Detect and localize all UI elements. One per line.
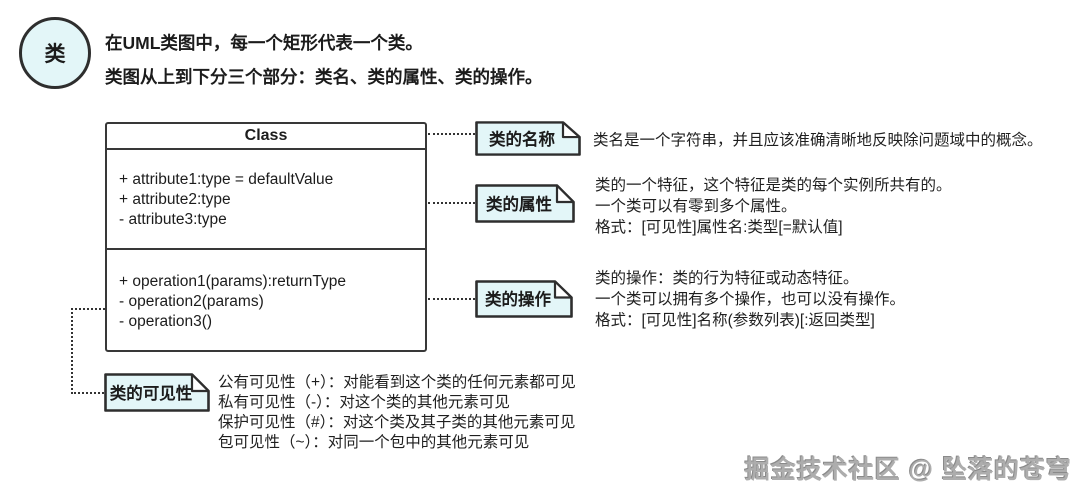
note-class-attributes: 类的属性	[475, 184, 575, 223]
description-line: 类的操作：类的行为特征或动态特征。	[595, 270, 859, 287]
uml-class-attributes-compartment: + attribute1:type = defaultValue + attri…	[107, 150, 425, 250]
note-class-name-label: 类的名称	[489, 130, 555, 149]
visibility-rule-line: 包可见性（~）：对同一个包中的其他元素可见	[218, 434, 530, 451]
attribute-line: + attribute2:type	[119, 191, 231, 208]
dotted-connector-attributes	[428, 202, 475, 204]
class-topic-badge-label: 类	[44, 43, 66, 66]
note-shape-icon	[475, 184, 575, 223]
dotted-connector-visibility-top	[71, 308, 105, 310]
uml-class-operations-compartment: + operation1(params):returnType - operat…	[107, 250, 425, 350]
description-line: 格式：[可见性]属性名:类型[=默认值]	[595, 219, 843, 236]
visibility-rule-line: 保护可见性（#）：对这个类及其子类的其他元素可见	[218, 414, 576, 431]
note-class-name: 类的名称	[475, 121, 581, 156]
description-line: 类的一个特征，这个特征是类的每个实例所共有的。	[595, 177, 952, 194]
note-class-visibility: 类的可见性	[104, 373, 210, 412]
intro-line-2: 类图从上到下分三个部分：类名、类的属性、类的操作。	[105, 67, 543, 87]
note-class-visibility-label: 类的可见性	[109, 384, 193, 403]
description-line: 类名是一个字符串，并且应该准确清晰地反映除问题域中的概念。	[593, 132, 1043, 149]
watermark: 掘金技术社区 @ 坠落的苍穹	[744, 456, 1072, 484]
operation-line: - operation3()	[119, 313, 213, 330]
dotted-connector-visibility-bottom	[71, 392, 104, 394]
dotted-connector-visibility-vertical	[71, 308, 73, 394]
class-operations-description: 类的操作：类的行为特征或动态特征。 一个类可以拥有多个操作，也可以没有操作。 格…	[595, 268, 905, 331]
description-line: 一个类可以拥有多个操作，也可以没有操作。	[595, 291, 906, 308]
note-shape-icon	[475, 280, 573, 318]
dotted-connector-name	[428, 133, 475, 135]
class-name-description: 类名是一个字符串，并且应该准确清晰地反映除问题域中的概念。	[593, 130, 1043, 151]
class-attributes-description: 类的一个特征，这个特征是类的每个实例所共有的。 一个类可以有零到多个属性。 格式…	[595, 175, 952, 238]
uml-class-box: Class + attribute1:type = defaultValue +…	[105, 122, 427, 352]
note-shape-icon	[475, 121, 581, 156]
class-visibility-description: 公有可见性（+）：对能看到这个类的任何元素都可见 私有可见性（-）：对这个类的其…	[218, 373, 576, 453]
note-class-operations: 类的操作	[475, 280, 573, 318]
uml-class-name: Class	[244, 127, 288, 144]
uml-class-name-compartment: Class	[107, 124, 425, 150]
visibility-rule-line: 私有可见性（-）：对这个类的其他元素可见	[218, 394, 510, 411]
operation-line: - operation2(params)	[119, 293, 264, 310]
description-line: 一个类可以有零到多个属性。	[595, 198, 797, 215]
dotted-connector-operations	[428, 298, 475, 300]
note-class-attributes-label: 类的属性	[486, 195, 552, 214]
attribute-line: - attribute3:type	[119, 211, 227, 228]
description-line: 格式：[可见性]名称(参数列表)[:返回类型]	[595, 312, 875, 329]
note-class-operations-label: 类的操作	[485, 291, 551, 309]
class-topic-badge: 类	[19, 17, 91, 89]
intro-line-1: 在UML类图中，每一个矩形代表一个类。	[105, 33, 423, 53]
attribute-line: + attribute1:type = defaultValue	[119, 171, 334, 188]
note-shape-icon	[104, 373, 210, 412]
operation-line: + operation1(params):returnType	[119, 273, 347, 290]
visibility-rule-line: 公有可见性（+）：对能看到这个类的任何元素都可见	[218, 374, 576, 391]
